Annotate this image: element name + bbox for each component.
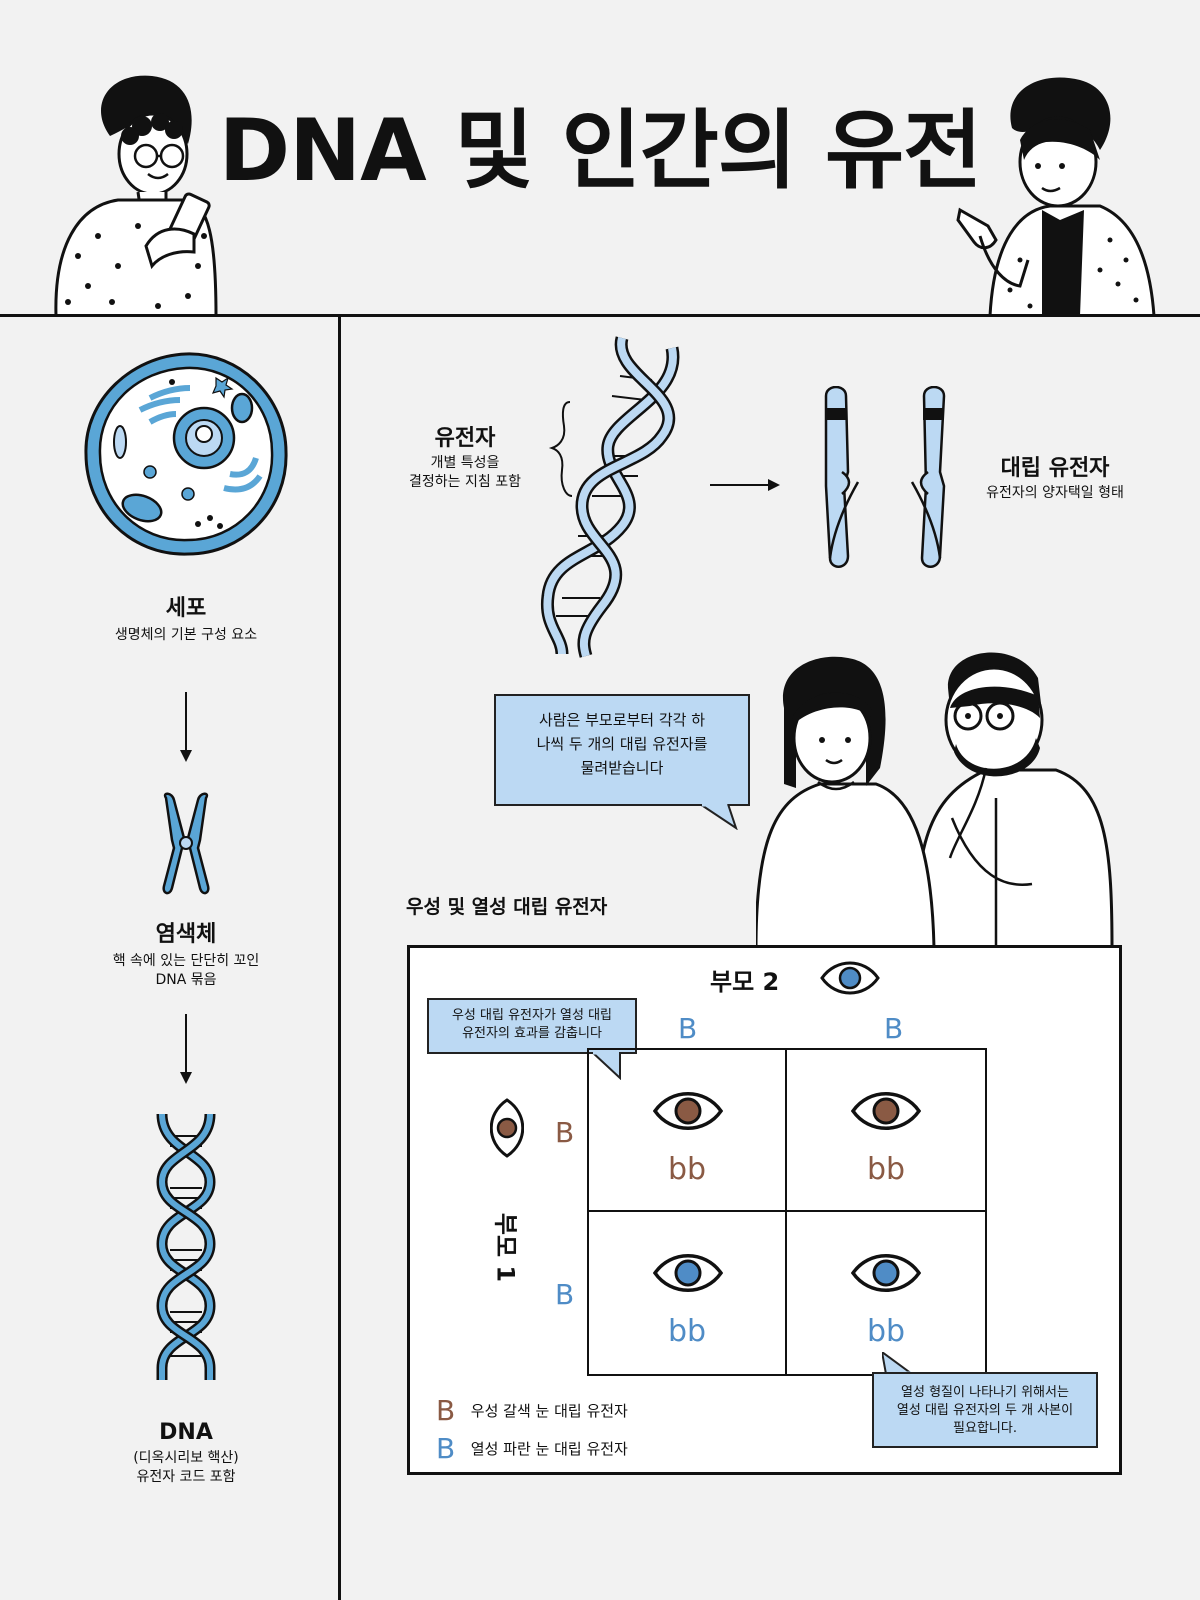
header-divider: [0, 314, 1200, 317]
gene-caption: 유전자 개별 특성을 결정하는 지침 포함: [390, 420, 540, 492]
parent2-allele-2: B: [884, 1012, 904, 1045]
legend-letter: B: [436, 1394, 456, 1427]
parent1-label: 부모 1: [491, 1212, 520, 1283]
parent2-label: 부모 2: [710, 968, 780, 996]
punnett-cell: bb: [589, 1212, 787, 1374]
cell-title: 세포: [165, 596, 207, 621]
gene-desc-line2: 결정하는 지침 포함: [409, 473, 521, 490]
recessive-allele-note: 열성 형질이 나타나기 위해서는 열성 대립 유전자의 두 개 사본이 필요합니…: [872, 1372, 1098, 1448]
legend-text: 우성 갈색 눈 대립 유전자: [470, 1402, 628, 1420]
cell-desc: 생명체의 기본 구성 요소: [114, 627, 258, 643]
bubble-tail: [700, 804, 738, 830]
brown-eye-icon: [653, 1092, 723, 1130]
note-tail: [592, 1052, 621, 1080]
man-pointing-illustration: [956, 77, 1156, 316]
cell-icon: [84, 352, 288, 556]
dna-desc-line1: (디옥시리보 핵산): [133, 1450, 239, 1466]
dna-title: DNA: [159, 1420, 213, 1445]
column-divider: [338, 314, 341, 1600]
chromosome-title: 염색체: [155, 922, 217, 947]
bubble-line3: 물려받습니다: [580, 759, 664, 777]
brown-eye-icon: [851, 1092, 921, 1130]
down-arrow-icon: [180, 692, 192, 762]
dominant-allele-note: 우성 대립 유전자가 열성 대립 유전자의 효과를 감춥니다: [427, 998, 637, 1054]
recessive-note-line1: 열성 형질이 나타나기 위해서는: [901, 1385, 1069, 1400]
recessive-note-line3: 필요합니다.: [953, 1421, 1017, 1437]
dna-helix-icon: [156, 1113, 216, 1380]
note-tail: [882, 1352, 913, 1374]
punnett-cell: bb: [787, 1212, 985, 1374]
chromosome-caption: 염색체 핵 속에 있는 단단히 꼬인 DNA 묶음: [60, 916, 312, 990]
gene-dna-helix-icon: [540, 336, 680, 658]
cell-genotype: bb: [866, 1152, 906, 1187]
allele-chromosome-pair-icon: [824, 386, 946, 568]
punnett-cell: bb: [589, 1050, 787, 1212]
girl-and-man-illustration: [756, 652, 1114, 948]
allele-title: 대립 유전자: [1000, 456, 1110, 481]
legend-item-recessive: B 열성 파란 눈 대립 유전자: [436, 1432, 628, 1465]
cell-genotype: bb: [667, 1314, 707, 1349]
parent1-allele-1: B: [555, 1116, 575, 1149]
cell-genotype: bb: [866, 1314, 906, 1349]
inheritance-speech-bubble: 사람은 부모로부터 각각 하 나씩 두 개의 대립 유전자를 물려받습니다: [494, 694, 750, 806]
blue-eye-icon: [653, 1254, 723, 1292]
bubble-line2: 나씩 두 개의 대립 유전자를: [536, 735, 708, 753]
chromosome-icon: [162, 792, 210, 895]
parent1-allele-2: B: [555, 1278, 575, 1311]
dna-caption: DNA (디옥시리보 핵산) 유전자 코드 포함: [60, 1420, 312, 1487]
dominant-note-line1: 우성 대립 유전자가 열성 대립: [451, 1008, 613, 1023]
punnett-square: bb bb bb bb: [587, 1048, 987, 1376]
parent2-allele-1: B: [678, 1012, 698, 1045]
dominant-note-line2: 유전자의 효과를 감춥니다: [462, 1026, 602, 1042]
allele-desc: 유전자의 양자택일 형태: [986, 485, 1124, 501]
punnett-cell: bb: [787, 1050, 985, 1212]
chromosome-desc-line1: 핵 속에 있는 단단히 꼬인: [112, 953, 260, 969]
brown-eye-icon: [490, 1098, 524, 1158]
allele-caption: 대립 유전자 유전자의 양자택일 형태: [955, 450, 1155, 503]
right-arrow-icon: [710, 479, 780, 491]
bubble-line1: 사람은 부모로부터 각각 하: [538, 711, 706, 729]
page-title: DNA 및 인간의 유전: [218, 101, 982, 201]
legend-letter: B: [436, 1432, 456, 1465]
blue-eye-icon: [820, 961, 880, 995]
down-arrow-icon: [180, 1014, 192, 1084]
gene-desc-line1: 개별 특성을: [430, 455, 500, 471]
legend-item-dominant: B 우성 갈색 눈 대립 유전자: [436, 1394, 628, 1427]
cell-genotype: bb: [667, 1152, 707, 1187]
dna-desc-line2: 유전자 코드 포함: [136, 1468, 236, 1485]
woman-reading-phone-illustration: [54, 75, 218, 316]
cell-caption: 세포 생명체의 기본 구성 요소: [60, 590, 312, 645]
blue-eye-icon: [851, 1254, 921, 1292]
punnett-heading: 우성 및 열성 대립 유전자: [406, 896, 608, 918]
chromosome-desc-line2: DNA 묶음: [155, 971, 217, 988]
legend-text: 열성 파란 눈 대립 유전자: [470, 1440, 628, 1458]
gene-title: 유전자: [434, 426, 496, 451]
recessive-note-line2: 열성 대립 유전자의 두 개 사본이: [896, 1403, 1074, 1419]
